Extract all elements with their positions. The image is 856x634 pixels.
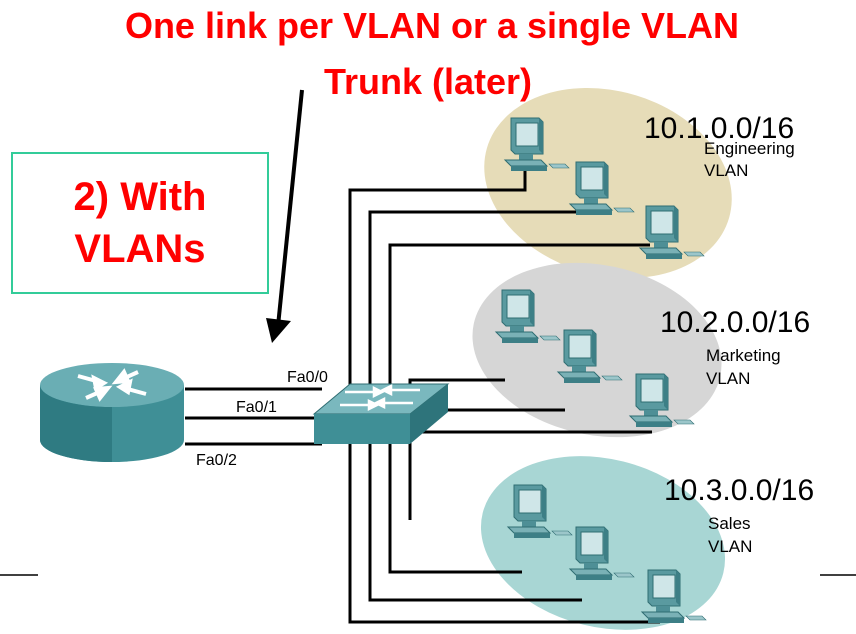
router-icon xyxy=(40,363,184,462)
trunk-arrow xyxy=(276,89,304,327)
title-line2: Trunk (later) xyxy=(324,61,532,102)
vlan-name-marketing: Marketing xyxy=(706,346,781,365)
vlan-suffix-marketing: VLAN xyxy=(706,369,750,388)
port-label-fa0-2: Fa0/2 xyxy=(196,452,237,469)
trunk-arrow-head xyxy=(266,318,291,343)
port-label-fa0-1: Fa0/1 xyxy=(236,399,277,416)
switch-links xyxy=(348,166,660,624)
vlan-name-sales: Sales xyxy=(708,514,751,533)
switch-icon xyxy=(312,383,450,444)
router-links xyxy=(185,387,322,446)
port-label-fa0-0: Fa0/0 xyxy=(287,369,328,386)
vlan-zone-marketing xyxy=(472,262,722,438)
callout-line2: VLANs xyxy=(74,227,205,271)
subnet-engineering: 10.1.0.0/16 xyxy=(644,112,794,145)
title-line1: One link per VLAN or a single VLAN xyxy=(125,5,739,46)
callout-line1: 2) With xyxy=(74,175,207,219)
subnet-sales: 10.3.0.0/16 xyxy=(664,474,814,507)
vlan-suffix-sales: VLAN xyxy=(708,537,752,556)
subnet-marketing: 10.2.0.0/16 xyxy=(660,306,810,339)
vlan-name-engineering: Engineering xyxy=(704,139,795,158)
vlan-suffix-engineering: VLAN xyxy=(704,161,748,180)
callout-box xyxy=(11,152,269,294)
